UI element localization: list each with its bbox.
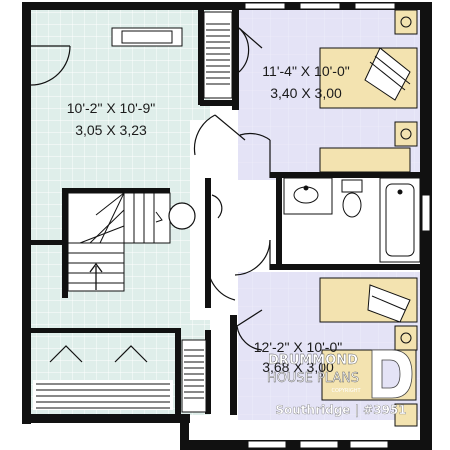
bed-top	[319, 9, 418, 147]
bedroom-top-dim-metric: 3,40 X 3,00	[270, 85, 342, 101]
closets	[33, 11, 233, 413]
watermark-plan-name: Southridge | #3951	[275, 403, 406, 417]
family-room-dim-imperial: 10'-2" X 10'-9"	[67, 100, 155, 116]
watermark-copyright: COPYRIGHT	[331, 388, 361, 394]
dresser-top	[319, 147, 411, 173]
windows	[244, 2, 431, 449]
watermark-brand-line1: DRUMMOND	[268, 353, 358, 368]
interior-walls	[30, 10, 420, 415]
bedroom-top-dim-imperial: 11'-4" X 10'-0"	[262, 63, 349, 79]
bedroom-bottom-dim-imperial: 12'-2" X 10'-0"	[254, 339, 342, 355]
staircase	[67, 192, 171, 292]
room-label-family: 10'-2" X 10'-9" 3,05 X 3,23	[67, 100, 155, 138]
bedroom-bottom-dim-metric: 3,68 X 3,00	[262, 359, 334, 375]
shelf-top-left	[111, 27, 183, 47]
family-room-dim-metric: 3,05 X 3,23	[75, 122, 147, 138]
watermark-brand-line2: HOUSE PLANS	[267, 371, 359, 386]
room-label-bedroom-top: 11'-4" X 10'-0" 3,40 X 3,00	[262, 63, 349, 101]
drummond-logo-icon	[371, 349, 413, 399]
water-heater	[168, 202, 196, 230]
drummond-watermark: DRUMMOND HOUSE PLANS COPYRIGHT Southridg…	[267, 349, 413, 417]
room-label-bedroom-bottom: 12'-2" X 10'-0" 3,68 X 3,00	[254, 339, 342, 375]
doors	[30, 27, 271, 351]
bathroom-fixtures	[283, 177, 421, 263]
